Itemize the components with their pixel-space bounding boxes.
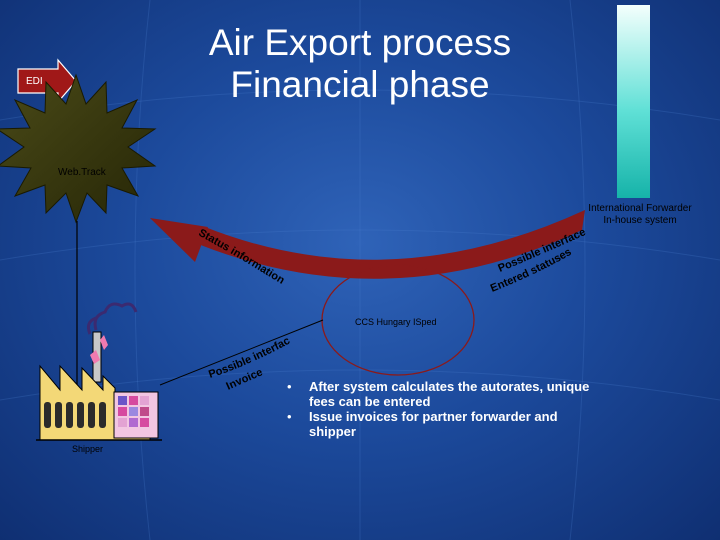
- webtrack-label: Web.Track: [58, 167, 106, 178]
- ccs-label: CCS Hungary ISped: [355, 317, 437, 327]
- edi-label: EDI: [26, 76, 43, 87]
- forwarder-panel: [617, 5, 650, 198]
- forwarder-label: International Forwarder In-house system: [560, 203, 720, 227]
- forwarder-line-2: In-house system: [603, 215, 677, 226]
- shipper-factory-icon: [36, 302, 162, 441]
- webtrack-starburst: [0, 73, 157, 224]
- title-line-2: Financial phase: [230, 64, 490, 105]
- bullet-item: After system calculates the autorates, u…: [287, 379, 607, 409]
- slide-title: Air Export process Financial phase: [180, 22, 540, 106]
- ccs-shipper-line: [159, 319, 324, 386]
- title-line-1: Air Export process: [208, 22, 512, 63]
- bullet-item: Issue invoices for partner forwarder and…: [287, 409, 607, 439]
- bullet-list: After system calculates the autorates, u…: [287, 379, 607, 439]
- status-arrow: [150, 210, 585, 279]
- forwarder-line-1: International Forwarder: [588, 203, 692, 214]
- shipper-label: Shipper: [72, 444, 104, 454]
- edi-arrow: [17, 58, 77, 104]
